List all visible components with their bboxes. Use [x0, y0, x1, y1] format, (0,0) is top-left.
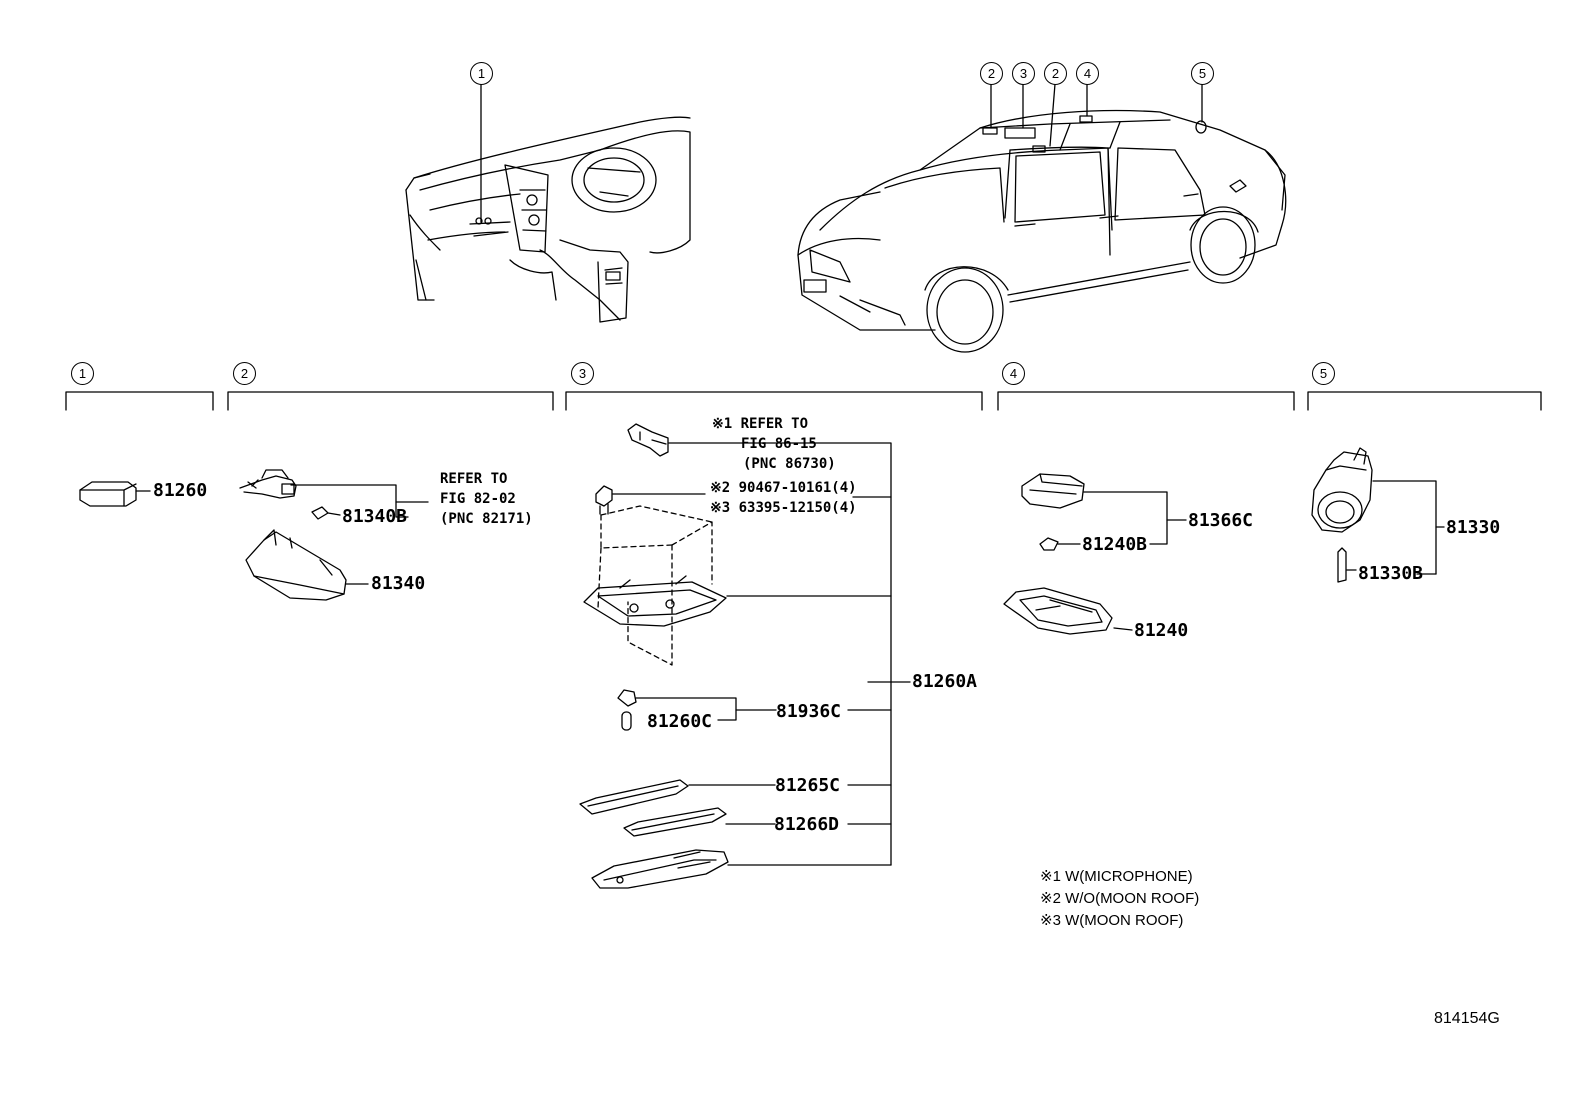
- part-number-81240b: 81240B: [1082, 534, 1148, 555]
- dashboard-illustration: [405, 116, 691, 323]
- refer-line-3: (PNC 82171): [440, 511, 533, 527]
- screw-part-number-1: ※2 90467-10161(4): [710, 480, 857, 496]
- overview-callout-trunk-5: 5: [1191, 62, 1214, 85]
- part-number-81330: 81330: [1446, 517, 1501, 538]
- refer-line-1: REFER TO: [440, 471, 508, 487]
- section3-drawings: [579, 423, 911, 889]
- part-81260-drawing: [79, 481, 151, 507]
- overview-callout-roof-3: 3: [1012, 62, 1035, 85]
- overview-callout-dash: 1: [470, 62, 493, 85]
- section2-drawings: [239, 469, 429, 601]
- refer-line-2: FIG 82-02: [440, 491, 516, 507]
- footnote-2: ※2 W/O(MOON ROOF): [1040, 890, 1200, 907]
- overview-callout-roof-2a: 2: [980, 62, 1003, 85]
- section-number-3: 3: [571, 362, 594, 385]
- part-number-81330b: 81330B: [1358, 563, 1424, 584]
- part-number-81260: 81260: [153, 480, 208, 501]
- part-number-81266d: 81266D: [774, 814, 840, 835]
- refer-microphone-line-1: ※1 REFER TO: [712, 416, 809, 432]
- car-illustration: [797, 109, 1287, 353]
- part-number-81260c: 81260C: [647, 711, 713, 732]
- screw-part-number-2: ※3 63395-12150(4): [710, 500, 857, 516]
- section-number-5: 5: [1312, 362, 1335, 385]
- footnote-3: ※3 W(MOON ROOF): [1040, 912, 1184, 929]
- refer-microphone-line-2: FIG 86-15: [741, 436, 817, 452]
- section-number-2: 2: [233, 362, 256, 385]
- overview-callout-roof-4: 4: [1076, 62, 1099, 85]
- part-number-81936c: 81936C: [776, 701, 842, 722]
- refer-microphone-line-3: (PNC 86730): [743, 456, 836, 472]
- section-number-1: 1: [71, 362, 94, 385]
- part-number-81260a: 81260A: [912, 671, 978, 692]
- section-brackets: [65, 391, 1542, 411]
- section5-drawings: [1311, 447, 1445, 583]
- part-number-81340b: 81340B: [342, 506, 408, 527]
- section-number-4: 4: [1002, 362, 1025, 385]
- part-number-81340: 81340: [371, 573, 426, 594]
- part-number-81366c: 81366C: [1188, 510, 1254, 531]
- footnote-1: ※1 W(MICROPHONE): [1040, 868, 1193, 885]
- part-number-81265c: 81265C: [775, 775, 841, 796]
- overview-leaders: [480, 83, 1203, 223]
- diagram-code: 814154G: [1434, 1010, 1500, 1027]
- part-number-81240: 81240: [1134, 620, 1189, 641]
- overview-callout-roof-2b: 2: [1044, 62, 1067, 85]
- section4-drawings: [1003, 473, 1187, 635]
